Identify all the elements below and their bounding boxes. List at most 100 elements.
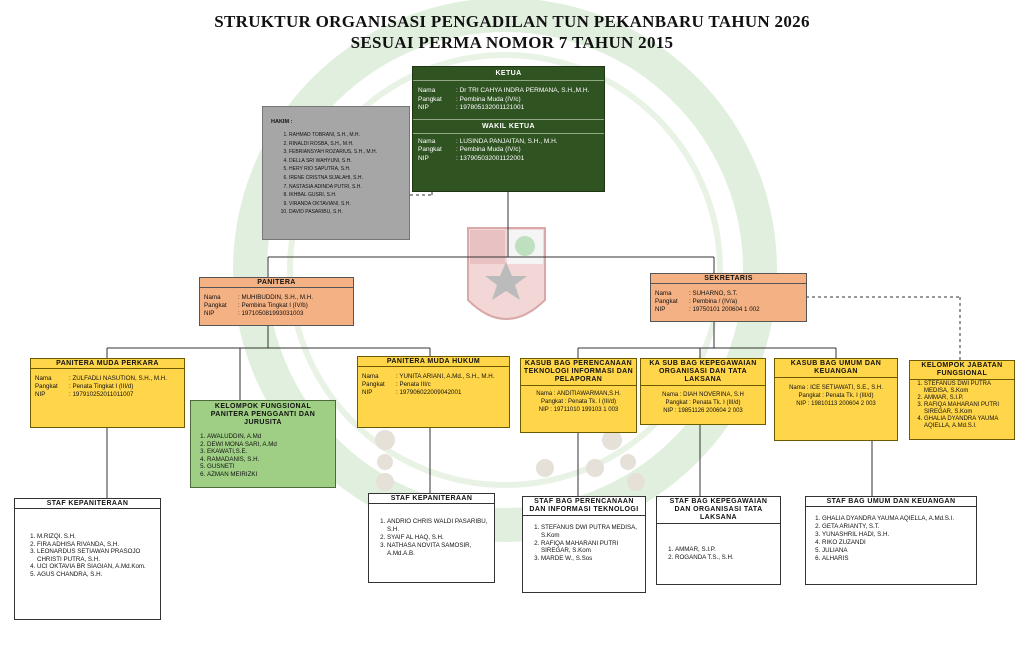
list-item: IRENE CRISTNA SIJALAHI, S.H. xyxy=(289,174,409,183)
ketua-header: KETUA xyxy=(413,67,604,81)
staf-kepeg-box: STAF BAG KEPEGAWAIAN DAN ORGANISASI TATA… xyxy=(656,496,781,585)
list-item: ROGANDA T.S., S.H. xyxy=(675,554,780,562)
list-item: DEWI MONA SARI, A.Md xyxy=(207,441,335,449)
staf-umum-header: STAF BAG UMUM DAN KEUANGAN xyxy=(806,497,976,507)
list-item: DAVID PASARIBU, S.H. xyxy=(289,208,409,217)
ketua-details: Nama: Dr TRI CAHYA INDRA PERMANA, S.H.,M… xyxy=(418,87,590,111)
wakil-ketua-header: WAKIL KETUA xyxy=(413,118,604,134)
kelompok-pp-js-list: AWALUDDIN, A.MdDEWI MONA SARI, A.MdEKAWA… xyxy=(191,433,335,479)
hakim-list: RAHMAD TOBRANI, S.H., M.H.RINALDI ROSBA,… xyxy=(263,131,409,217)
staf-umum-box: STAF BAG UMUM DAN KEUANGAN GHALIA DYANDR… xyxy=(805,496,977,585)
list-item: AMMAR, S.I.P. xyxy=(675,546,780,554)
list-item: AWALUDDIN, A.Md xyxy=(207,433,335,441)
ketua-box: KETUA Nama: Dr TRI CAHYA INDRA PERMANA, … xyxy=(412,66,605,192)
list-item: HERY RIO SAPUTRA, S.H. xyxy=(289,165,409,174)
list-item: M.RIZQI. S.H. xyxy=(37,533,160,541)
list-item: AGUS CHANDRA, S.H. xyxy=(37,571,160,579)
kelompok-jabatan-box: KELOMPOK JABATAN FUNGSIONAL STEFANUS DWI… xyxy=(909,360,1015,440)
staf-ptip-list: STEFANUS DWI PUTRA MEDISA, S.KomRAFIQA M… xyxy=(523,524,645,563)
list-item: RAFIQA MAHARANI PUTRI SIREGAR, S.Kom xyxy=(541,540,645,556)
kelompok-jabatan-header: KELOMPOK JABATAN FUNGSIONAL xyxy=(910,361,1014,380)
list-item: RAHMAD TOBRANI, S.H., M.H. xyxy=(289,131,409,140)
wakil-ketua-nama: : LUSINDA PANJAITAN, S.H., M.H. xyxy=(456,137,558,145)
kasubbag-kepeg-details: Nama : DIAH NOVERINA, S.H Pangkat : Pena… xyxy=(662,392,744,414)
list-item: STEFANUS DWI PUTRA MEDISA, S.Kom xyxy=(541,524,645,540)
list-item: STEFANUS DWI PUTRA MEDISA, S.Kom xyxy=(924,381,1014,395)
list-item: FIRA ADHISA RIVANDA, S.H. xyxy=(37,541,160,549)
kelompok-pp-js-box: KELOMPOK FUNGSIONAL PANITERA PENGGANTI D… xyxy=(190,400,336,488)
staf-ptip-box: STAF BAG PERENCANAAN DAN INFORMASI TEKNO… xyxy=(522,496,646,593)
list-item: SYAIF AL HAQ, S.H. xyxy=(387,534,494,542)
list-item: AZMAN MEIRIZKI xyxy=(207,471,335,479)
list-item: GHALIA DYANDRA YAUMA AQIELLA, A.Md.S.I. xyxy=(924,416,1014,430)
ketua-nama: : Dr TRI CAHYA INDRA PERMANA, S.H.,M.H. xyxy=(456,87,590,94)
ketua-nip: : 197805132001121001 xyxy=(456,104,525,111)
list-item: UCI OKTAVIA BR SIAGIAN, A.Md.Kom. xyxy=(37,563,160,571)
kasubbag-kepeg-box: KA SUB BAG KEPEGAWAIAN ORGANISASI DAN TA… xyxy=(640,358,766,425)
staf-kepaniteraan-2-box: STAF KEPANITERAAN ANDRIO CHRIS WALDI PAS… xyxy=(368,493,495,583)
list-item: GHALIA DYANDRA YAUMA AQIELLA, A.Md.S.I. xyxy=(822,515,976,523)
panmud-hukum-box: PANITERA MUDA HUKUM Nama: YUNITA ARIANI,… xyxy=(357,356,510,428)
list-item: RINALDI ROSBA, S.H., M.H. xyxy=(289,140,409,149)
sekretaris-header: SEKRETARIS xyxy=(651,274,806,284)
list-item: YUNASHRIL HADI, S.H. xyxy=(822,531,976,539)
kasubbag-umum-box: KASUB BAG UMUM DAN KEUANGAN Nama : ICE S… xyxy=(774,358,898,441)
wakil-ketua-nip: : 137905032001122001 xyxy=(456,154,525,162)
staf-kepeg-list: AMMAR, S.I.P.ROGANDA T.S., S.H. xyxy=(657,546,780,562)
watermark-figures xyxy=(375,430,645,491)
sekretaris-box: SEKRETARIS Nama: SUHARNO, S.T. Pangkat: … xyxy=(650,273,807,322)
ketua-pangkat: : Pembina Muda (IV/c) xyxy=(456,95,521,103)
list-item: NATHASA NOVITA SAMOSIR, A.Md.A.B. xyxy=(387,542,494,558)
staf-kepaniteraan-1-header: STAF KEPANITERAAN xyxy=(15,499,160,509)
kelompok-jabatan-list: STEFANUS DWI PUTRA MEDISA, S.KomAMMAR, S… xyxy=(910,381,1014,430)
page-title: STRUKTUR ORGANISASI PENGADILAN TUN PEKAN… xyxy=(214,12,810,31)
list-item: ALHARIS xyxy=(822,555,976,563)
kasubbag-ptip-header: KASUB BAG PERENCANAAN TEKNOLOGI INFORMAS… xyxy=(521,359,636,386)
staf-kepaniteraan-2-list: ANDRIO CHRIS WALDI PASARIBU, S.H.SYAIF A… xyxy=(369,518,494,558)
emblem-shield xyxy=(467,227,546,320)
kasubbag-ptip-box: KASUB BAG PERENCANAAN TEKNOLOGI INFORMAS… xyxy=(520,358,637,433)
kasubbag-umum-details: Nama : ICE SETIAWATI, S.E., S.H. Pangkat… xyxy=(789,385,883,407)
staf-kepeg-header: STAF BAG KEPEGAWAIAN DAN ORGANISASI TATA… xyxy=(657,497,780,524)
panmud-perkara-header: PANITERA MUDA PERKARA xyxy=(31,359,184,369)
panitera-details: Nama: MUHIBUDDIN, S.H., M.H. Pangkat: Pe… xyxy=(204,294,313,318)
list-item: NASTASIA ADINDA PUTRI, S.H. xyxy=(289,183,409,192)
kasubbag-kepeg-header: KA SUB BAG KEPEGAWAIAN ORGANISASI DAN TA… xyxy=(641,359,765,386)
kelompok-pp-js-header: KELOMPOK FUNGSIONAL PANITERA PENGGANTI D… xyxy=(210,403,316,426)
panitera-header: PANITERA xyxy=(200,278,353,288)
staf-kepaniteraan-1-list: M.RIZQI. S.H.FIRA ADHISA RIVANDA, S.H.LE… xyxy=(15,533,160,578)
list-item: LEONARDUS SETIAWAN PRASOJO CHRISTI PUTRA… xyxy=(37,548,160,563)
hakim-header: HAKIM : xyxy=(271,119,293,125)
panmud-perkara-details: Nama: ZULFADLI NASUTION, S.H., M.H. Pang… xyxy=(35,375,167,399)
list-item: FEBRIANSYAH ROZARIUS, S.H., M.H. xyxy=(289,148,409,157)
list-item: RIKO ZUZANDI xyxy=(822,539,976,547)
staf-umum-list: GHALIA DYANDRA YAUMA AQIELLA, A.Md.S.I.G… xyxy=(806,515,976,563)
panmud-perkara-box: PANITERA MUDA PERKARA Nama: ZULFADLI NAS… xyxy=(30,358,185,428)
list-item: RAFIQA MAHARANI PUTRI SIREGAR, S.Kom xyxy=(924,402,1014,416)
panmud-hukum-details: Nama: YUNITA ARIANI, A.Md., S.H., M.H. P… xyxy=(362,373,495,397)
panmud-hukum-header: PANITERA MUDA HUKUM xyxy=(358,357,509,367)
list-item: IKHBAL GUSRI, S.H. xyxy=(289,191,409,200)
kasubbag-ptip-details: Nama : ANDITIAWARMAN,S.H. Pangkat : Pena… xyxy=(536,391,621,413)
list-item: EKAWATI,S.E. xyxy=(207,448,335,456)
list-item: MARDE W., S.Sos xyxy=(541,555,645,563)
kasubbag-umum-header: KASUB BAG UMUM DAN KEUANGAN xyxy=(775,359,897,378)
list-item: GETA ARIANTY, S.T. xyxy=(822,523,976,531)
page-subtitle: SESUAI PERMA NOMOR 7 TAHUN 2015 xyxy=(350,33,674,52)
list-item: JULIANA xyxy=(822,547,976,555)
list-item: VIRANDA OKTAVIANI, S.H. xyxy=(289,200,409,209)
list-item: ANDRIO CHRIS WALDI PASARIBU, S.H. xyxy=(387,518,494,534)
panitera-box: PANITERA Nama: MUHIBUDDIN, S.H., M.H. Pa… xyxy=(199,277,354,326)
staf-kepaniteraan-2-header: STAF KEPANITERAAN xyxy=(369,494,494,504)
list-item: AMMAR, S.I.P. xyxy=(924,395,1014,402)
wakil-ketua-pangkat: : Pembina Muda (IV/c) xyxy=(456,146,521,153)
staf-ptip-header: STAF BAG PERENCANAAN DAN INFORMASI TEKNO… xyxy=(523,497,645,516)
list-item: DELLA SRI WAHYUNI, S.H. xyxy=(289,157,409,166)
wakil-ketua-details: Nama: LUSINDA PANJAITAN, S.H., M.H. Pang… xyxy=(418,137,558,162)
hakim-box: HAKIM : RAHMAD TOBRANI, S.H., M.H.RINALD… xyxy=(262,106,410,240)
list-item: RAMADANIS, S.H. xyxy=(207,456,335,464)
list-item: GUSNETI xyxy=(207,463,335,471)
staf-kepaniteraan-1-box: STAF KEPANITERAAN M.RIZQI. S.H.FIRA ADHI… xyxy=(14,498,161,620)
